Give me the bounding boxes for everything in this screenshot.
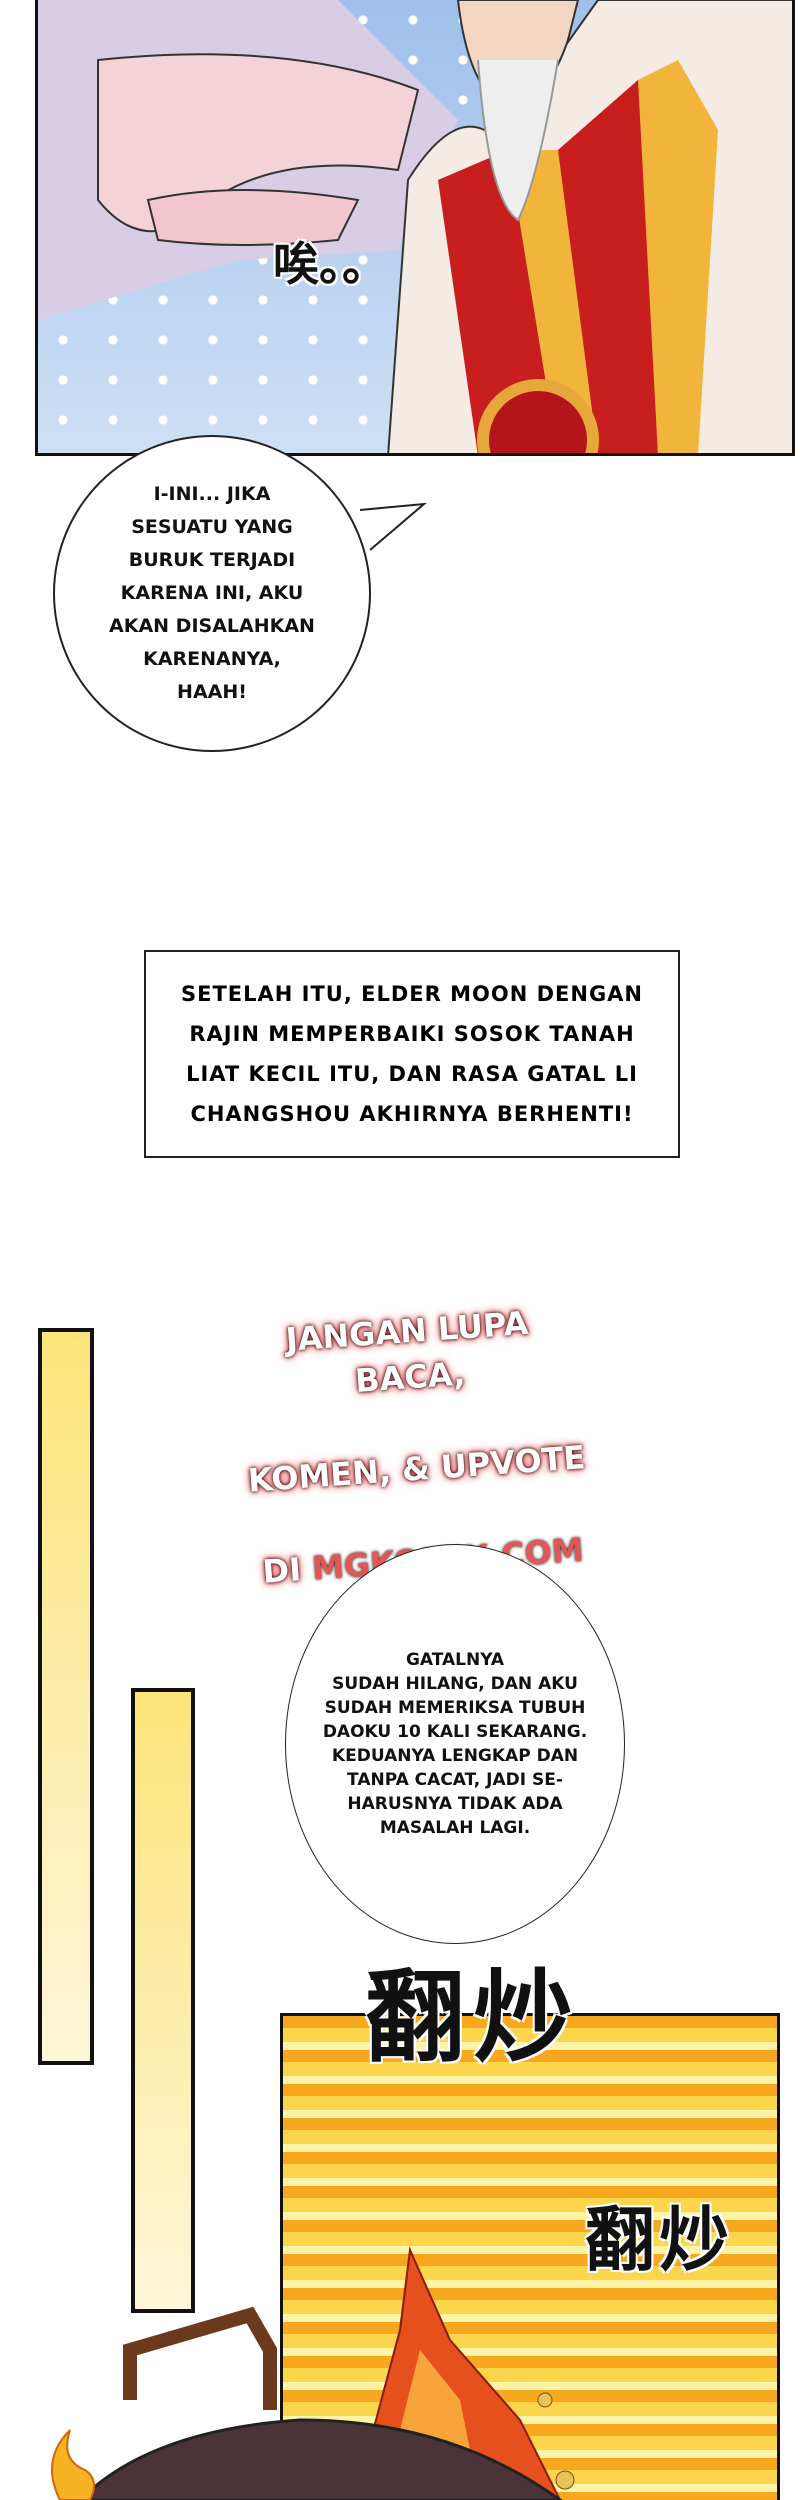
watermark-prefix: DI — [261, 1549, 314, 1591]
watermark-line: JANGAN LUPA BACA, — [284, 1303, 530, 1400]
watermark-line: KOMEN, & UPVOTE — [246, 1438, 587, 1500]
speech-bubble: I-INI... JIKA SESUATU YANG BURUK TERJADI… — [53, 435, 371, 752]
narration-caption-box: SETELAH ITU, ELDER MOON DENGAN RAJIN MEM… — [144, 950, 680, 1158]
speech-bubble-text: I-INI... JIKA SESUATU YANG BURUK TERJADI… — [109, 483, 315, 703]
sound-effect-text: 唉。。 — [273, 237, 388, 291]
comic-panel-elder: 唉。。 — [35, 0, 795, 456]
comic-panel-wok — [280, 2013, 780, 2500]
sound-effect-text: 翻炒 — [585, 2199, 733, 2281]
narration-caption-text: SETELAH ITU, ELDER MOON DENGAN RAJIN MEM… — [180, 982, 644, 1126]
wok-illustration — [51, 2246, 575, 2500]
decorative-bar — [131, 1688, 195, 2313]
speech-bubble-tail — [359, 502, 428, 551]
speech-bubble: GATALNYA SUDAH HILANG, DAN AKU SUDAH MEM… — [285, 1544, 625, 1944]
decorative-bar — [38, 1328, 94, 2065]
elder-illustration — [38, 0, 792, 453]
speech-bubble-text: GATALNYA SUDAH HILANG, DAN AKU SUDAH MEM… — [322, 1650, 588, 1838]
sound-effect-text: 翻炒 — [365, 1959, 581, 2076]
